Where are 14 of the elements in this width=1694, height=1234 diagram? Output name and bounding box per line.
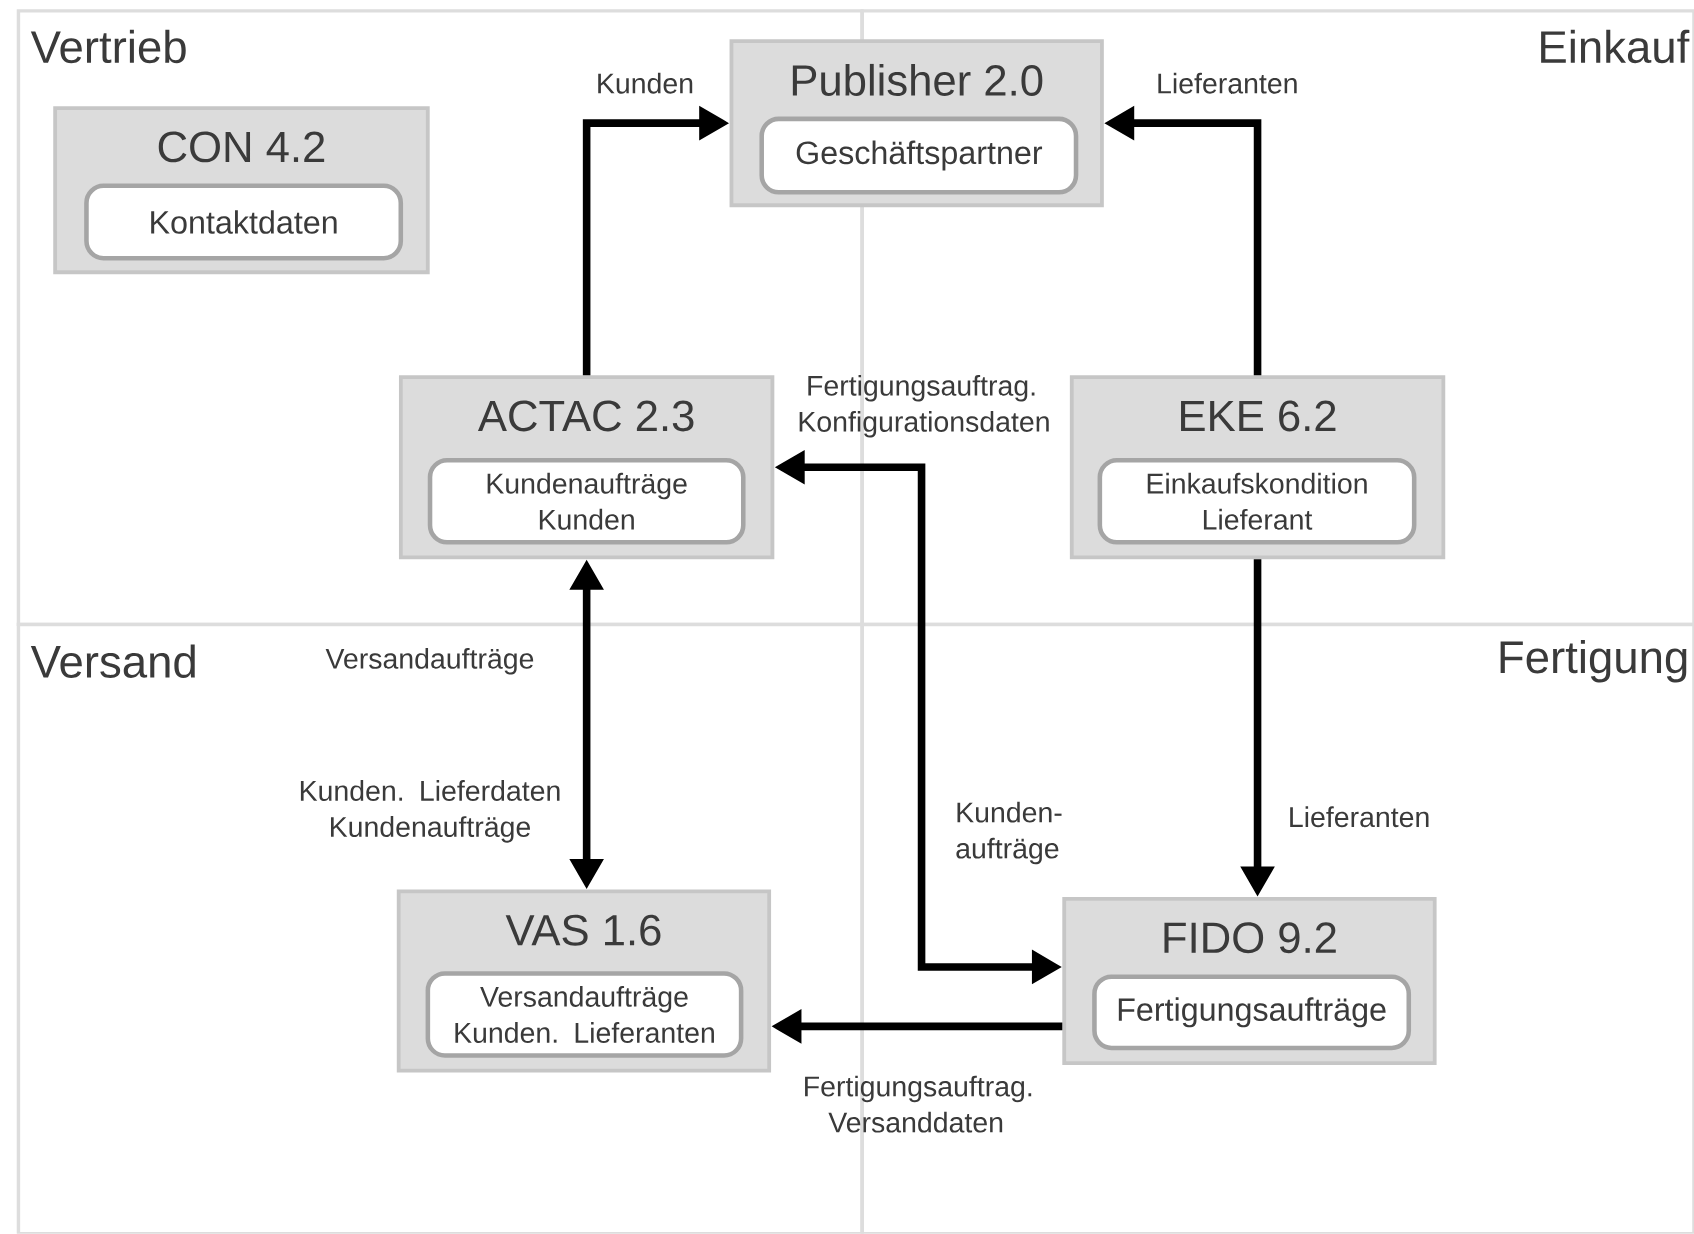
- edge-label: Lieferanten: [1290, 806, 1429, 828]
- data-box: Kontaktdaten: [84, 183, 404, 261]
- data-box: Versandaufträge Kunden. Lieferanten: [425, 971, 744, 1058]
- flow-label: Versandaufträge: [325, 648, 534, 675]
- edge-label: Lieferanten: [1158, 72, 1297, 94]
- edge-label: Fertigungsauftrag. Versanddaten: [805, 1075, 1032, 1133]
- data-box: Geschäftspartner: [759, 116, 1079, 195]
- data-box: Kundenaufträge Kunden: [427, 458, 746, 545]
- edge-label: Kunden: [598, 72, 693, 94]
- data-box: Fertigungsaufträge: [1092, 974, 1412, 1051]
- edge-label: Fertigungsauftrag. Konfigurationsdaten: [799, 375, 1049, 438]
- flow-label: Kunden- aufträge: [956, 801, 1062, 865]
- edge-label: Kunden. Lieferdaten Kundenaufträge: [300, 780, 560, 843]
- data-box: Einkaufskondition Lieferant: [1097, 458, 1417, 545]
